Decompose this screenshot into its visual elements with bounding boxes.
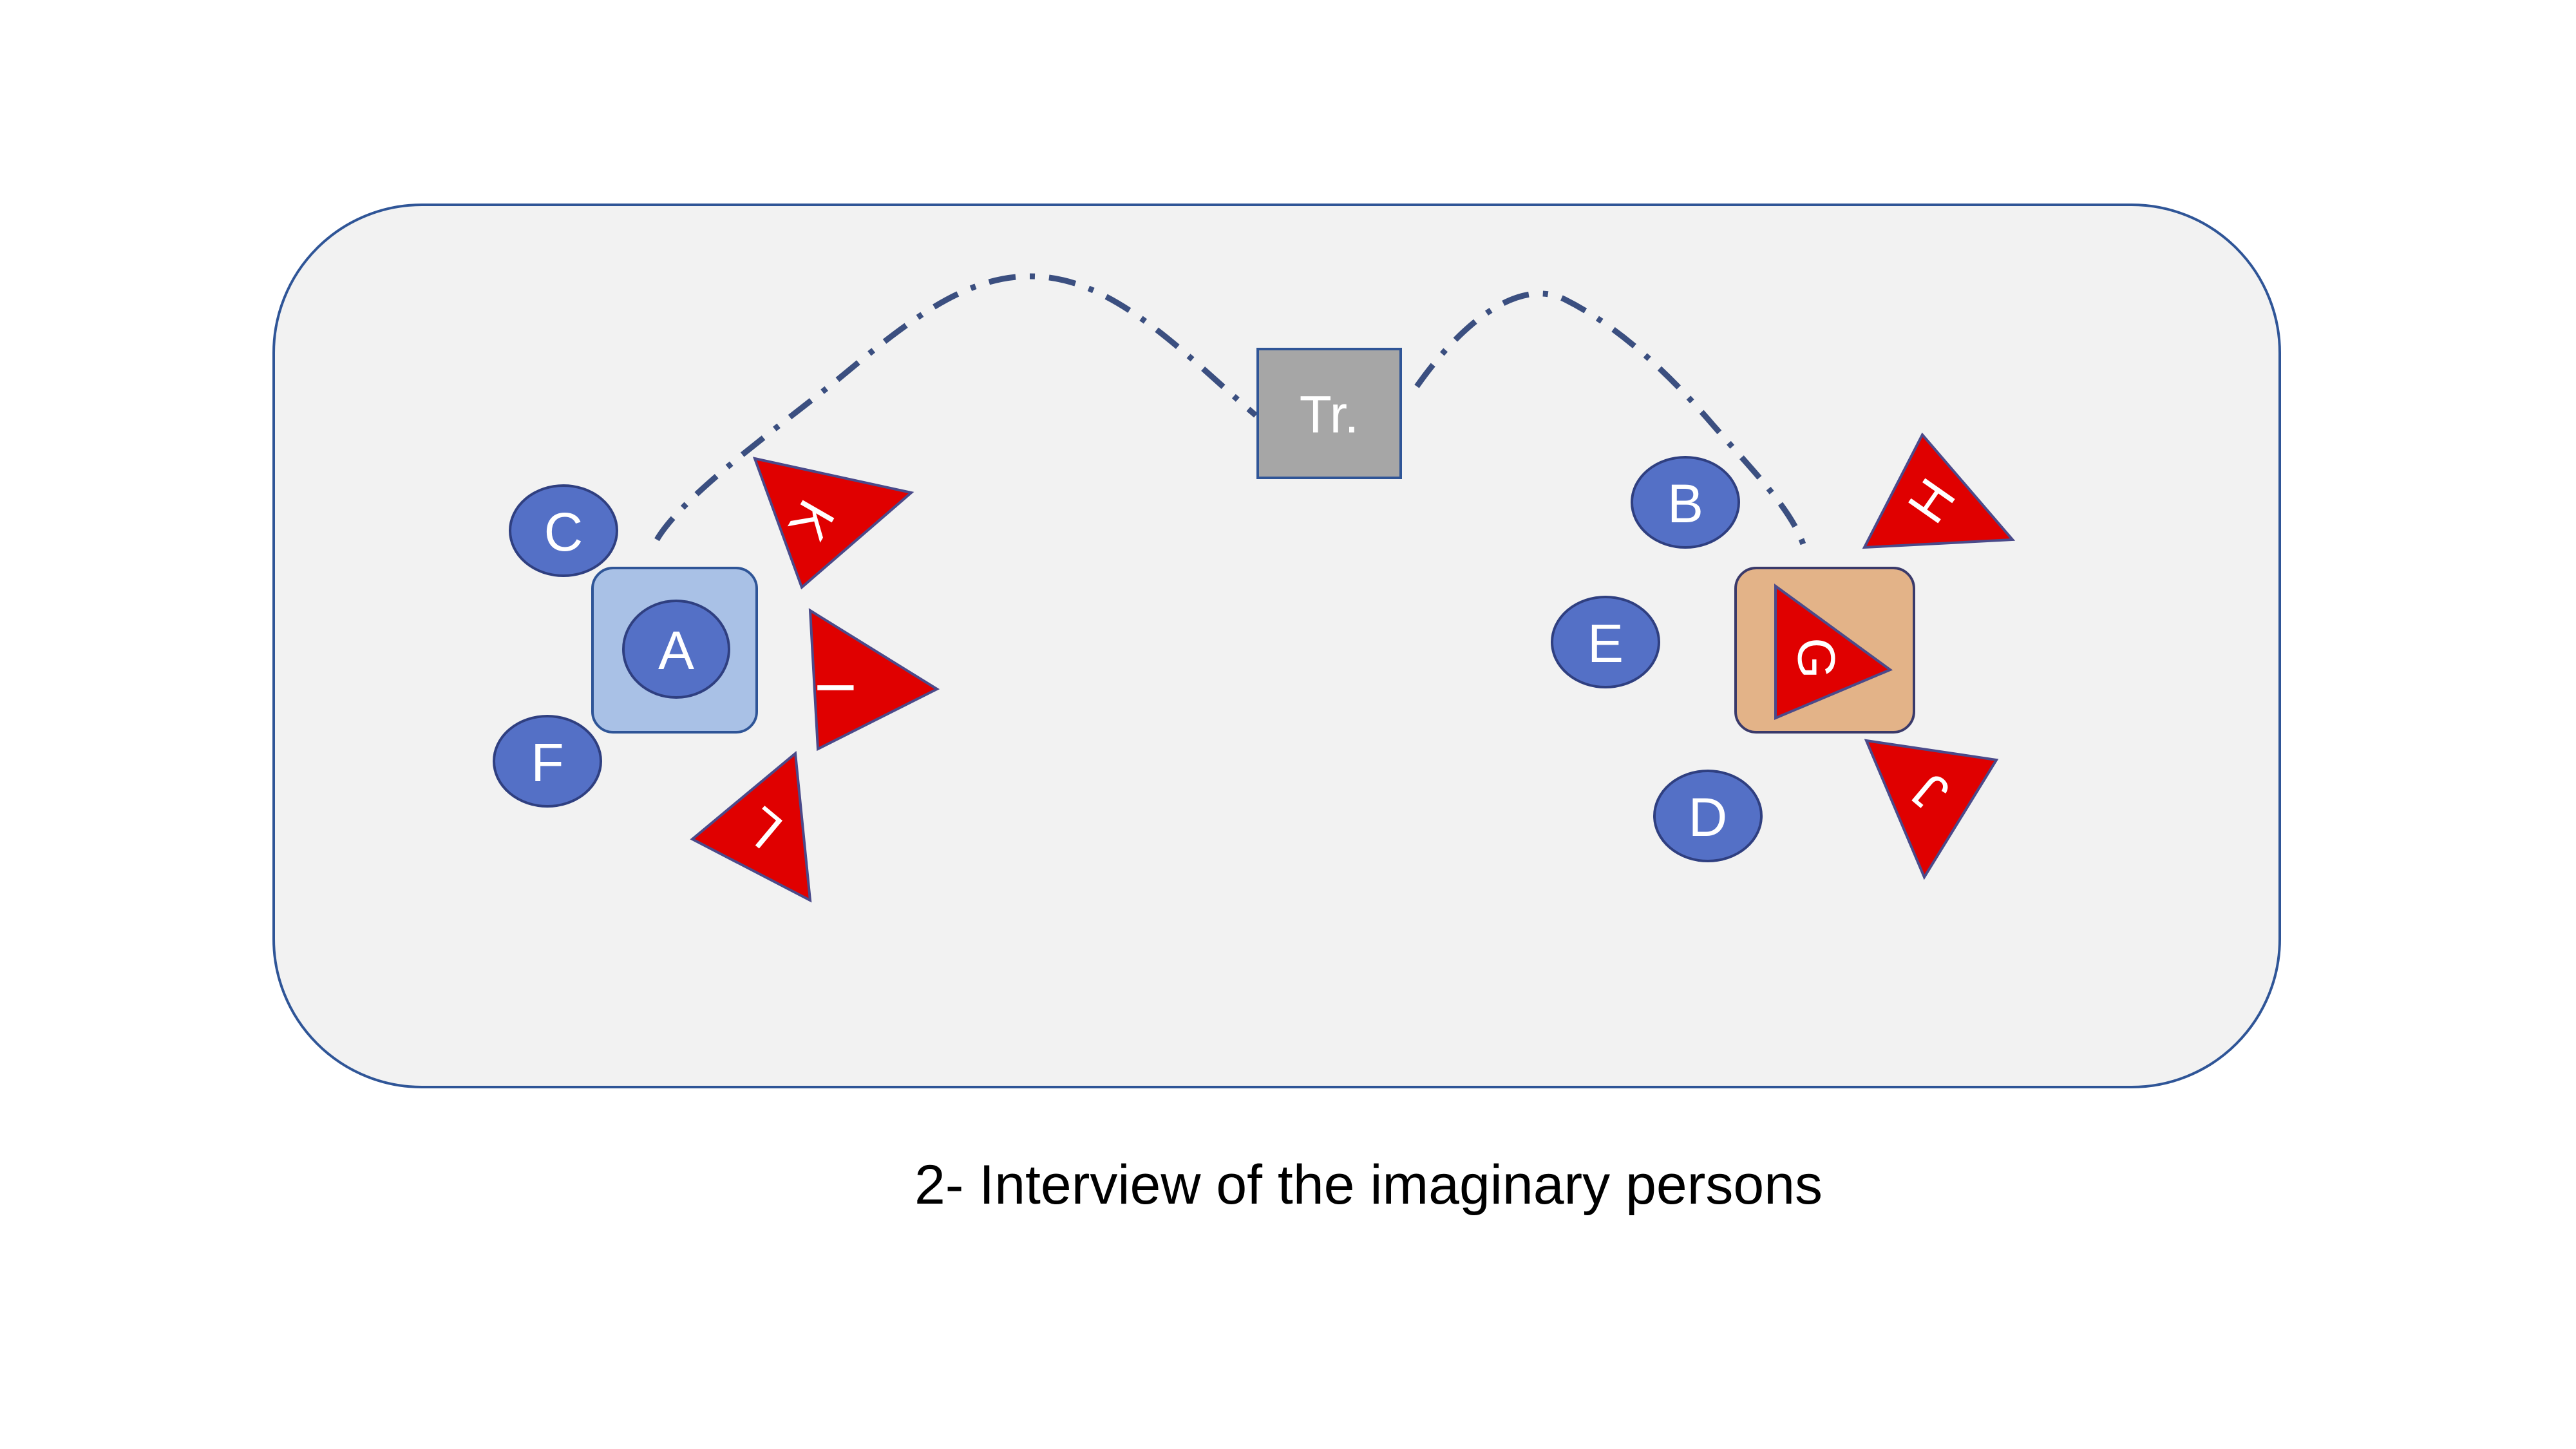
- imaginary-person-i: I: [807, 608, 940, 752]
- person-a-label: A: [658, 620, 694, 681]
- person-b: B: [1631, 456, 1740, 549]
- imaginary-person-g-shape: [1774, 583, 1893, 721]
- translator: Tr.: [1256, 348, 1402, 479]
- imaginary-person-g-label: G: [1787, 638, 1846, 679]
- imaginary-person-k-shape: [752, 457, 914, 590]
- translator-path-right: [1414, 290, 1806, 545]
- diagram-caption: 2- Interview of the imaginary persons: [914, 1154, 1823, 1216]
- room-boundary: [272, 204, 2281, 1088]
- person-c: C: [509, 484, 618, 577]
- translator-path-left: [654, 273, 1258, 542]
- person-a: A: [622, 600, 730, 699]
- person-c-label: C: [544, 502, 583, 562]
- person-e: E: [1551, 596, 1660, 688]
- person-e-label: E: [1587, 613, 1624, 674]
- imaginary-person-j-shape: [1864, 739, 1999, 880]
- person-d: D: [1653, 770, 1763, 862]
- person-a-shape: [622, 600, 730, 699]
- person-b-label: B: [1667, 473, 1703, 534]
- translator-label: Tr.: [1300, 386, 1359, 444]
- translator-box: [1256, 348, 1402, 479]
- imaginary-person-i-shape: [808, 608, 940, 752]
- person-c-shape: [509, 484, 618, 577]
- imaginary-person-l: L: [690, 751, 812, 903]
- imaginary-person-l-shape: [690, 751, 812, 903]
- imaginary-person-j: J: [1864, 739, 1999, 880]
- person-d-shape: [1653, 770, 1763, 862]
- person-b-shape: [1631, 456, 1740, 549]
- imaginary-person-g: G: [1774, 583, 1893, 721]
- imaginary-person-k: K: [752, 457, 914, 590]
- person-f: F: [493, 715, 602, 808]
- person-f-label: F: [531, 732, 564, 793]
- imaginary-person-h-shape: [1862, 432, 2016, 549]
- person-d-label: D: [1689, 787, 1728, 848]
- imaginary-person-i-label: I: [807, 681, 866, 696]
- person-e-shape: [1551, 596, 1660, 688]
- person-f-shape: [493, 715, 602, 808]
- imaginary-person-h: H: [1862, 432, 2016, 549]
